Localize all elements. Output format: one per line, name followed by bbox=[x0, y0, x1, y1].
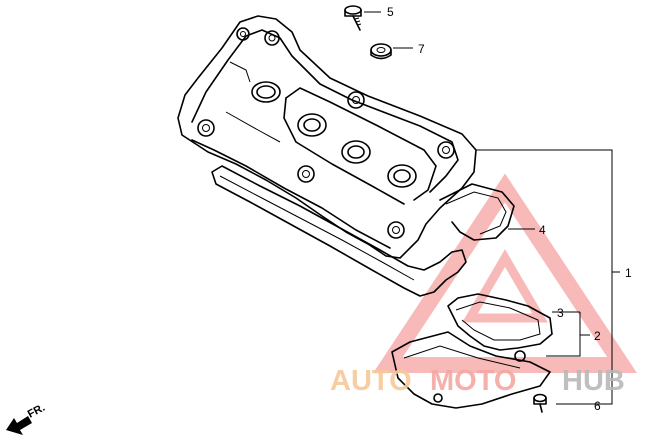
watermark-part-hub: HUB bbox=[562, 365, 625, 397]
watermark-part-moto: MOTO bbox=[430, 365, 516, 397]
bolt-part-6 bbox=[533, 393, 547, 413]
callout-4: 4 bbox=[539, 223, 546, 237]
washer-part-7 bbox=[370, 43, 392, 60]
breather-plate-gasket bbox=[391, 293, 553, 409]
watermark-text: AUTO MOTO HUB bbox=[330, 365, 625, 397]
watermark-part-auto: AUTO bbox=[330, 365, 412, 397]
watermark-logo bbox=[373, 173, 637, 373]
callout-5: 5 bbox=[387, 5, 394, 19]
leader-lines bbox=[364, 11, 620, 405]
callouts: 5 7 4 1 3 2 6 bbox=[387, 5, 632, 413]
callout-3: 3 bbox=[557, 306, 564, 320]
front-label: FR. bbox=[26, 402, 47, 421]
bolt-part-5 bbox=[344, 5, 362, 31]
cylinder-head-cover bbox=[177, 15, 477, 259]
callout-2: 2 bbox=[594, 329, 601, 343]
front-arrow-icon bbox=[6, 416, 32, 435]
front-direction-marker: FR. bbox=[6, 402, 47, 435]
callout-1: 1 bbox=[625, 266, 632, 280]
head-cover-gasket bbox=[211, 165, 515, 297]
callout-7: 7 bbox=[418, 42, 425, 56]
callout-6: 6 bbox=[594, 399, 601, 413]
